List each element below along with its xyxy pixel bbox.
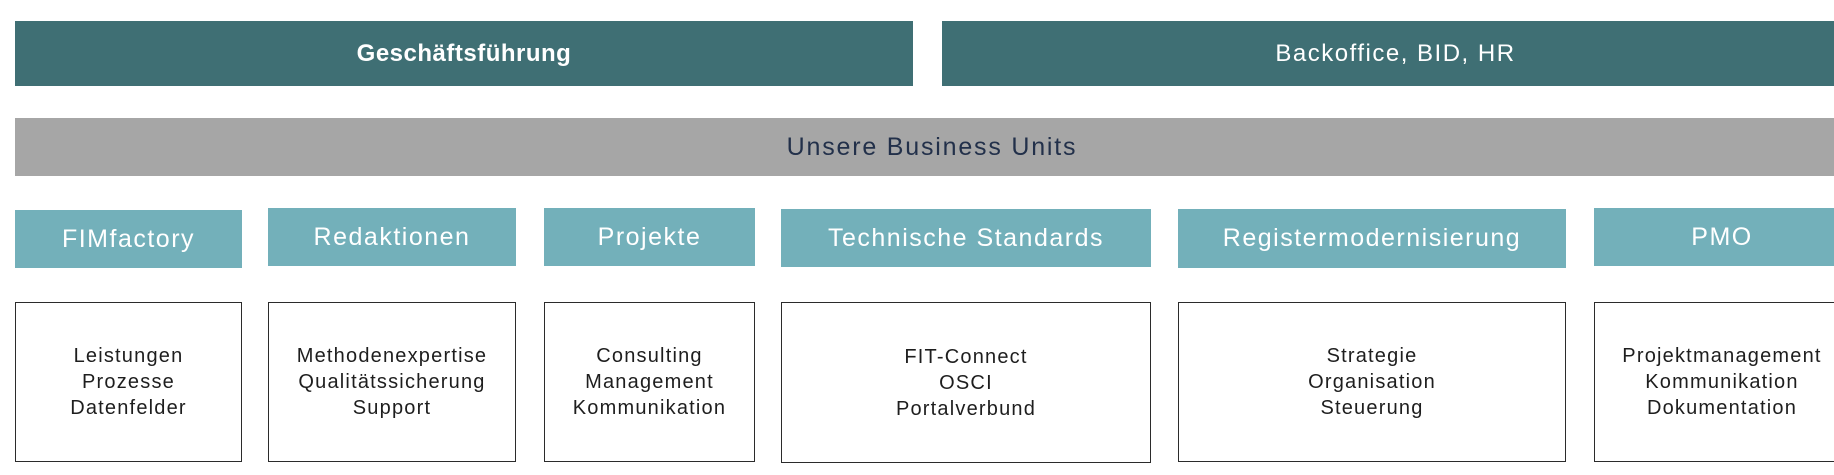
task-item: Portalverbund xyxy=(895,397,1037,420)
unit-tasks-redaktionen: Methodenexpertise Qualitätssicherung Sup… xyxy=(268,302,516,462)
unit-tasks-registermodernisierung: Strategie Organisation Steuerung xyxy=(1178,302,1566,462)
business-units-label: Unsere Business Units xyxy=(786,132,1078,161)
unit-name: Redaktionen xyxy=(313,222,471,251)
unit-name: Technische Standards xyxy=(828,223,1104,252)
task-item: Qualitätssicherung xyxy=(298,371,486,393)
business-units-banner: Unsere Business Units xyxy=(15,118,1834,176)
unit-name: FIMfactory xyxy=(61,224,196,253)
task-item: Support xyxy=(352,397,432,419)
task-item: Methodenexpertise xyxy=(296,345,488,367)
task-item: Organisation xyxy=(1308,371,1436,393)
unit-tasks-pmo: Projektmanagement Kommunikation Dokument… xyxy=(1594,302,1834,462)
management-label: Geschäftsführung xyxy=(356,39,572,67)
backoffice-label: Backoffice, BID, HR xyxy=(1275,39,1516,67)
unit-header-fimfactory: FIMfactory xyxy=(15,210,242,268)
task-item: Kommunikation xyxy=(1645,371,1799,393)
unit-name: PMO xyxy=(1691,222,1753,251)
task-item: Strategie xyxy=(1326,345,1418,367)
unit-name: Projekte xyxy=(597,222,702,251)
backoffice-box: Backoffice, BID, HR xyxy=(942,21,1834,86)
task-item: Steuerung xyxy=(1320,397,1424,419)
unit-header-registermodernisierung: Registermodernisierung xyxy=(1178,209,1566,268)
unit-name: Registermodernisierung xyxy=(1222,224,1522,252)
unit-tasks-projekte: Consulting Management Kommunikation xyxy=(544,302,755,462)
task-item: OSCI xyxy=(939,371,993,394)
unit-header-projekte: Projekte xyxy=(544,208,755,266)
unit-tasks-technische-standards: FIT-Connect OSCI Portalverbund xyxy=(781,302,1151,463)
task-item: Kommunikation xyxy=(572,397,727,419)
task-item: Consulting xyxy=(596,345,703,367)
unit-tasks-fimfactory: Leistungen Prozesse Datenfelder xyxy=(15,302,242,462)
task-item: Projektmanagement xyxy=(1622,345,1822,367)
task-item: Management xyxy=(585,371,714,393)
unit-header-pmo: PMO xyxy=(1594,208,1834,266)
task-item: Leistungen xyxy=(73,345,184,367)
unit-header-technische-standards: Technische Standards xyxy=(781,209,1151,267)
task-item: Dokumentation xyxy=(1646,397,1798,419)
task-item: FIT-Connect xyxy=(904,345,1028,368)
management-box: Geschäftsführung xyxy=(15,21,913,86)
task-item: Datenfelder xyxy=(70,397,187,419)
unit-header-redaktionen: Redaktionen xyxy=(268,208,516,266)
task-item: Prozesse xyxy=(82,371,175,393)
